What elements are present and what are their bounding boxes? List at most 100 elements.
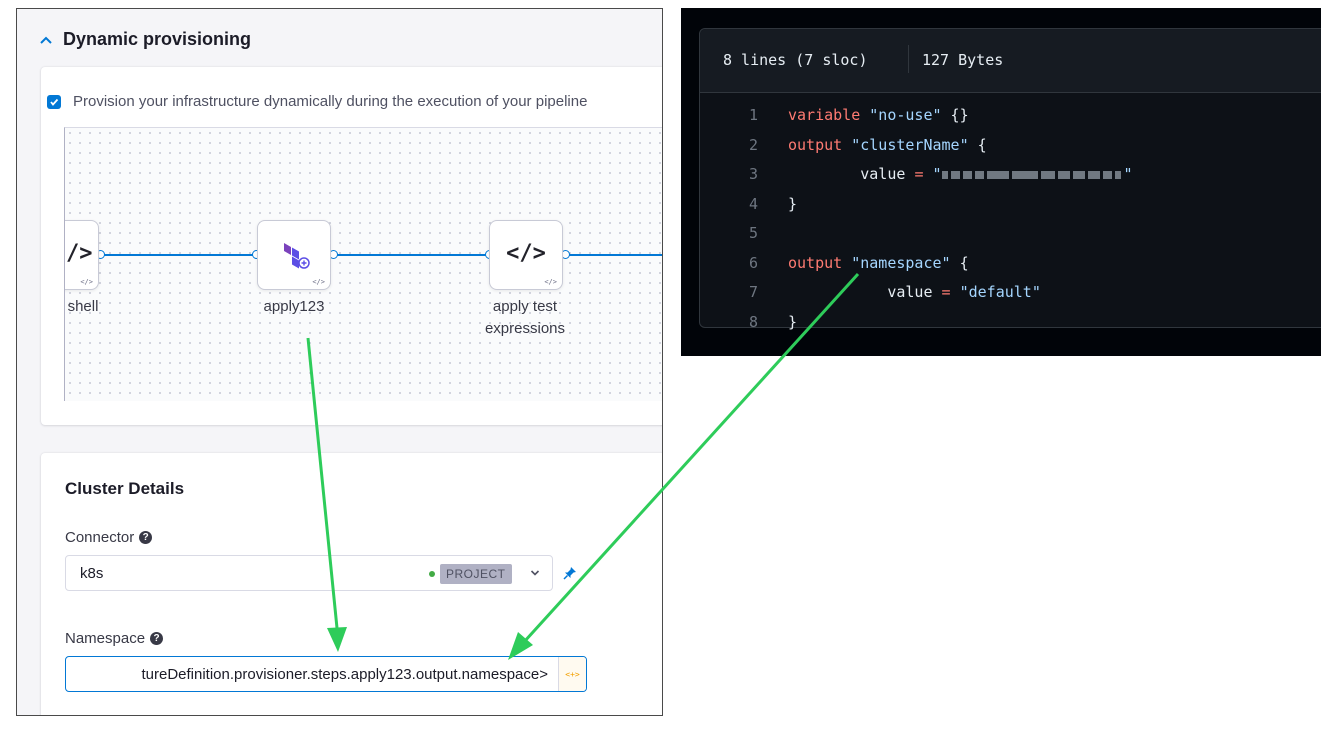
code-string: "no-use" — [869, 106, 942, 124]
step-label-shell: shell — [67, 298, 99, 315]
provision-checkbox[interactable] — [47, 95, 61, 109]
code-text: } — [788, 308, 797, 338]
line-number: 5 — [748, 224, 758, 242]
code-line: 8} — [700, 308, 1321, 338]
pipeline-canvas[interactable]: /> </> shell </> apply123 </> </> apply … — [64, 127, 662, 401]
code-line: 5 — [700, 219, 1321, 249]
code-token: {} — [941, 106, 969, 124]
code-string: " — [923, 165, 942, 183]
file-size: 127 Bytes — [922, 51, 1004, 69]
code-token: } — [788, 194, 798, 213]
code-keyword: variable — [788, 106, 870, 124]
chevron-down-icon[interactable] — [530, 568, 540, 578]
redacted-value — [941, 165, 1124, 183]
line-number: 2 — [748, 135, 758, 154]
pipeline-step-shell[interactable]: /> </> — [65, 220, 99, 290]
redaction-block — [1102, 170, 1112, 179]
provision-checkbox-label: Provision your infrastructure dynamicall… — [73, 93, 588, 110]
line-number: 4 — [748, 194, 758, 213]
code-text: output "clusterName" { — [788, 131, 987, 161]
redaction-block — [1072, 170, 1085, 179]
code-string: "default" — [950, 283, 1041, 301]
step-label-apply-test-expressions: apply test expressions — [484, 298, 566, 337]
pipeline-link — [565, 254, 662, 256]
status-dot — [429, 571, 435, 577]
redaction-block — [1040, 170, 1055, 179]
section-header[interactable]: Dynamic provisioning — [39, 29, 251, 50]
cluster-details-title: Cluster Details — [65, 479, 185, 498]
code-line: 4} — [700, 190, 1321, 220]
pipeline-step-apply123[interactable]: </> — [257, 220, 331, 290]
pipeline-link — [101, 254, 256, 256]
redaction-block — [962, 170, 972, 179]
divider — [908, 45, 909, 73]
code-token: { — [950, 253, 969, 272]
mini-code-icon: </> — [312, 278, 325, 286]
mini-code-icon: </> — [80, 278, 93, 286]
code-body: 1 variable "no-use" {} 2 output "clusterNam… — [700, 101, 1321, 337]
pipeline-link — [333, 254, 490, 256]
redaction-block — [986, 170, 1009, 179]
code-keyword: output — [788, 135, 852, 154]
redaction-block — [974, 170, 984, 179]
line-number: 6 — [748, 253, 758, 272]
section-title: Dynamic provisioning — [63, 29, 252, 49]
pin-icon — [563, 567, 576, 580]
runtime-input-icon[interactable]: <+> — [558, 657, 586, 691]
mini-code-icon: </> — [544, 278, 557, 286]
redaction-block — [1114, 170, 1121, 179]
code-text: variable "no-use" {} — [788, 101, 969, 131]
code-viewer-panel: 8 lines (7 sloc) 127 Bytes 1 variable "no… — [681, 8, 1321, 356]
code-token: { — [968, 135, 987, 154]
namespace-input[interactable]: tureDefinition.provisioner.steps.apply12… — [65, 656, 587, 692]
redaction-block — [1087, 170, 1100, 179]
line-number: 8 — [748, 312, 758, 331]
code-keyword: output — [788, 253, 852, 272]
code-token: value — [788, 283, 942, 301]
code-keyword: = — [941, 283, 951, 301]
code-line: 6 output "namespace" { — [700, 249, 1321, 279]
redaction-block — [950, 170, 960, 179]
connector-value: k8s — [80, 565, 104, 582]
check-icon — [50, 98, 59, 106]
redaction-block — [941, 170, 948, 179]
help-icon[interactable]: ? — [150, 632, 164, 645]
scope-badge: PROJECT — [440, 564, 512, 584]
dynamic-provisioning-panel: Dynamic provisioning Provision your infr… — [16, 8, 663, 716]
code-icon: /> — [66, 241, 93, 266]
namespace-label-text: Namespace — [65, 630, 146, 647]
connector-select[interactable]: k8s PROJECT — [65, 555, 553, 591]
chevron-up-icon[interactable] — [39, 33, 53, 47]
redaction-block — [1011, 170, 1038, 179]
pipeline-step-apply-test-expressions[interactable]: </> </> — [489, 220, 563, 290]
line-count: 8 lines (7 sloc) — [723, 51, 868, 69]
code-line: 7 value = "default" — [700, 278, 1321, 308]
connector-label-text: Connector — [65, 529, 135, 546]
namespace-value: tureDefinition.provisioner.steps.apply12… — [141, 666, 548, 683]
line-number: 7 — [748, 283, 758, 301]
code-text: } — [788, 190, 797, 220]
code-text: output "namespace" { — [788, 249, 969, 279]
line-number: 3 — [748, 165, 758, 183]
code-text: value = "default" — [788, 278, 1041, 308]
redaction-block — [1057, 170, 1070, 179]
code-string: "clusterName" — [851, 135, 969, 154]
code-line: 3 value = " " — [700, 160, 1321, 190]
code-text: value = " " — [788, 160, 1133, 190]
code-line: 2 output "clusterName" { — [700, 131, 1321, 161]
code-keyword: = — [914, 165, 924, 183]
code-token: } — [788, 312, 798, 331]
file-info-header: 8 lines (7 sloc) 127 Bytes — [700, 29, 1321, 93]
line-number: 1 — [748, 106, 758, 124]
help-icon[interactable]: ? — [139, 531, 153, 544]
code-token: value — [788, 165, 915, 183]
terraform-icon — [284, 243, 310, 269]
code-string: " — [1123, 165, 1133, 183]
code-line: 1 variable "no-use" {} — [700, 101, 1321, 131]
code-string: "namespace" — [851, 253, 951, 272]
namespace-label: Namespace ? — [65, 630, 164, 647]
pin-button[interactable] — [557, 559, 583, 587]
connector-label: Connector ? — [65, 529, 153, 546]
code-file-box: 8 lines (7 sloc) 127 Bytes 1 variable "no… — [699, 28, 1321, 331]
step-label-apply123: apply123 — [263, 298, 325, 315]
